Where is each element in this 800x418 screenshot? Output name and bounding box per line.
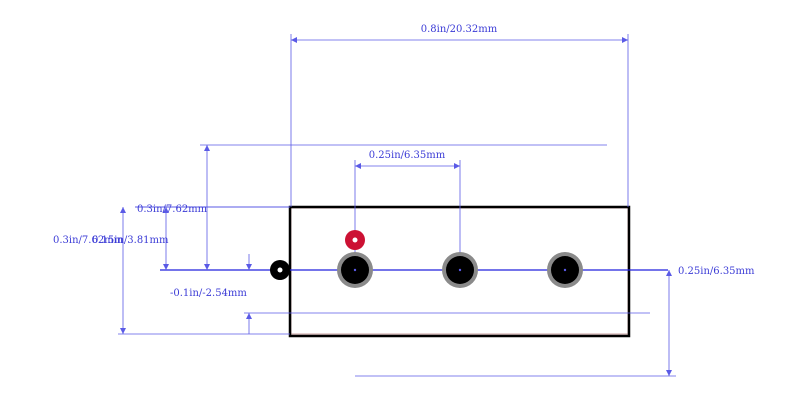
height-top-left-label: 0.3in/7.62mm bbox=[137, 204, 208, 215]
pad-3 bbox=[547, 252, 583, 288]
right-offset-label: 0.25in/6.35mm bbox=[678, 266, 755, 277]
right-offset-dimension bbox=[355, 270, 676, 377]
height-total-left-label: 0.3in/7.62mm bbox=[53, 235, 124, 246]
origin-marker-icon bbox=[270, 260, 290, 280]
top-height-dimension bbox=[163, 144, 607, 270]
offset-dimension bbox=[244, 254, 650, 334]
width-dimension-label: 0.8in/20.32mm bbox=[421, 24, 498, 35]
offset-negative-label: -0.1in/-2.54mm bbox=[170, 288, 247, 299]
total-height-dimension bbox=[118, 207, 290, 335]
pad-1 bbox=[337, 252, 373, 288]
half-height-label: 0.15in/3.81mm bbox=[92, 235, 169, 246]
body-outline bbox=[288, 205, 631, 338]
pad-2 bbox=[442, 252, 478, 288]
width-dimension bbox=[290, 34, 629, 207]
pitch-dimension bbox=[354, 160, 461, 270]
pin1-marker-icon bbox=[345, 230, 365, 250]
pitch-dimension-label: 0.25in/6.35mm bbox=[369, 150, 446, 161]
